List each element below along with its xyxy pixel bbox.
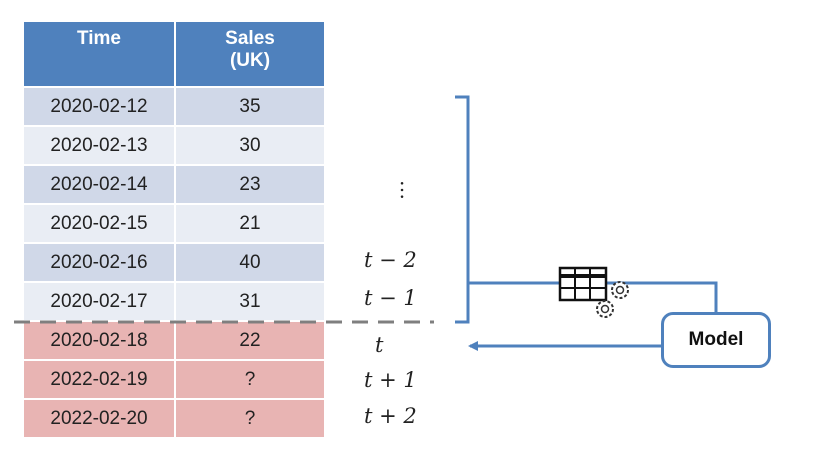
cell-sales: 30 — [176, 125, 324, 164]
cell-sales: ? — [176, 398, 324, 437]
cell-sales: 40 — [176, 242, 324, 281]
table-row: 2020-02-16 40 — [24, 242, 324, 281]
table-row: 2020-02-17 31 — [24, 281, 324, 320]
table-row: 2020-02-14 23 — [24, 164, 324, 203]
cell-time: 2020-02-15 — [24, 203, 176, 242]
table-header-row: Time Sales (UK) — [24, 22, 324, 86]
label-t-minus-1: t − 1 — [364, 286, 417, 310]
header-sales-line1: Sales — [225, 28, 275, 49]
cell-time: 2022-02-20 — [24, 398, 176, 437]
table-with-gears-icon — [558, 266, 629, 318]
label-t-plus-1: t + 1 — [364, 368, 417, 392]
table-row: 2020-02-13 30 — [24, 125, 324, 164]
header-time: Time — [24, 22, 176, 86]
header-sales-line2: (UK) — [229, 50, 271, 71]
ellipsis-label: … — [396, 180, 420, 201]
cell-sales: 23 — [176, 164, 324, 203]
model-box: Model — [661, 312, 771, 368]
cell-time: 2020-02-12 — [24, 86, 176, 125]
table-row-forecast: 2022-02-20 ? — [24, 398, 324, 437]
label-t: t — [375, 333, 384, 357]
cell-time: 2022-02-19 — [24, 359, 176, 398]
label-t-minus-2: t − 2 — [364, 248, 417, 272]
table-row-forecast: 2020-02-18 22 — [24, 320, 324, 359]
cell-sales: 31 — [176, 281, 324, 320]
cell-time: 2020-02-18 — [24, 320, 176, 359]
cell-time: 2020-02-17 — [24, 281, 176, 320]
header-sales: Sales (UK) — [176, 22, 324, 86]
bracket-to-model-connector — [468, 281, 718, 312]
cell-sales: ? — [176, 359, 324, 398]
cell-time: 2020-02-13 — [24, 125, 176, 164]
table-row: 2020-02-15 21 — [24, 203, 324, 242]
table-row-forecast: 2022-02-19 ? — [24, 359, 324, 398]
cell-sales: 35 — [176, 86, 324, 125]
cell-time: 2020-02-16 — [24, 242, 176, 281]
history-bracket — [455, 95, 470, 324]
cell-time: 2020-02-14 — [24, 164, 176, 203]
sales-table: Time Sales (UK) 2020-02-12 35 2020-02-13… — [24, 22, 324, 437]
model-label: Model — [688, 329, 744, 350]
cell-sales: 21 — [176, 203, 324, 242]
label-t-plus-2: t + 2 — [364, 404, 417, 428]
table-row: 2020-02-12 35 — [24, 86, 324, 125]
